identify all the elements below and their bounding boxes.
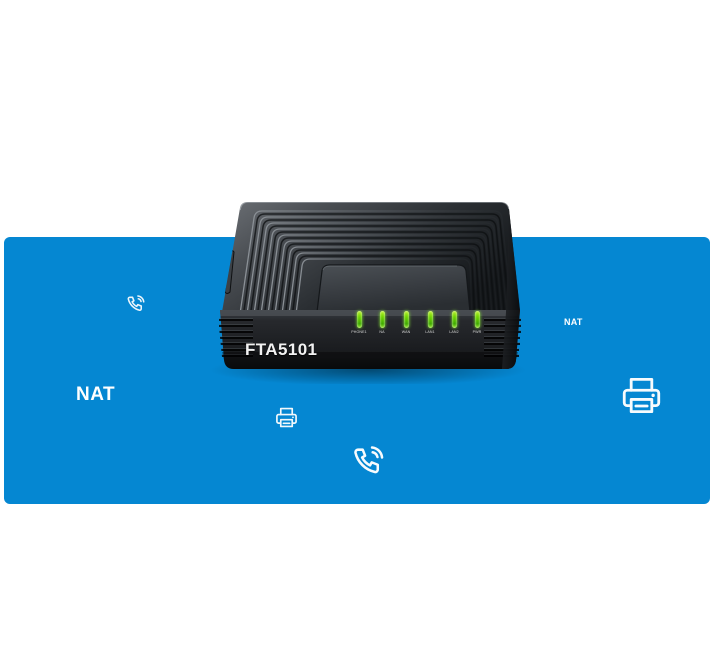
- printer-icon: [274, 405, 299, 430]
- led-na: NA: [371, 311, 393, 335]
- nat-label-small: NAT: [564, 317, 583, 327]
- printer-icon: [619, 373, 664, 418]
- led-lamp: [427, 311, 433, 328]
- led-label: LAN1: [425, 330, 435, 334]
- phone-call-icon: [124, 294, 146, 316]
- nat-label-large: NAT: [76, 384, 116, 405]
- left-vent-slots: [219, 318, 253, 358]
- led-label: WAN: [401, 330, 411, 334]
- led-lan1: LAN1: [419, 311, 441, 335]
- led-label: PWR: [472, 330, 482, 334]
- led-lamp: [451, 311, 457, 328]
- router-top-surface: [222, 202, 520, 313]
- led-indicator-strip: PHONE1 NA WAN LAN1 LAN2 PWR: [348, 311, 488, 343]
- led-lamp: [474, 311, 480, 328]
- led-lamp: [356, 311, 362, 328]
- router-device-image: [196, 192, 536, 384]
- led-pwr: PWR: [466, 311, 488, 335]
- router-center-panel: [316, 264, 471, 313]
- led-phone1: PHONE1: [348, 311, 370, 335]
- led-label: NA: [379, 330, 385, 334]
- led-lamp: [403, 311, 409, 328]
- led-label: LAN2: [449, 330, 459, 334]
- phone-call-icon: [348, 444, 386, 482]
- router-front-face: [219, 310, 521, 369]
- led-lamp: [379, 311, 385, 328]
- led-lan2: LAN2: [443, 311, 465, 335]
- device-model-label: FTA5101: [245, 340, 318, 359]
- led-label: PHONE1: [351, 330, 367, 334]
- router-right-side: [502, 209, 520, 369]
- led-wan: WAN: [395, 311, 417, 335]
